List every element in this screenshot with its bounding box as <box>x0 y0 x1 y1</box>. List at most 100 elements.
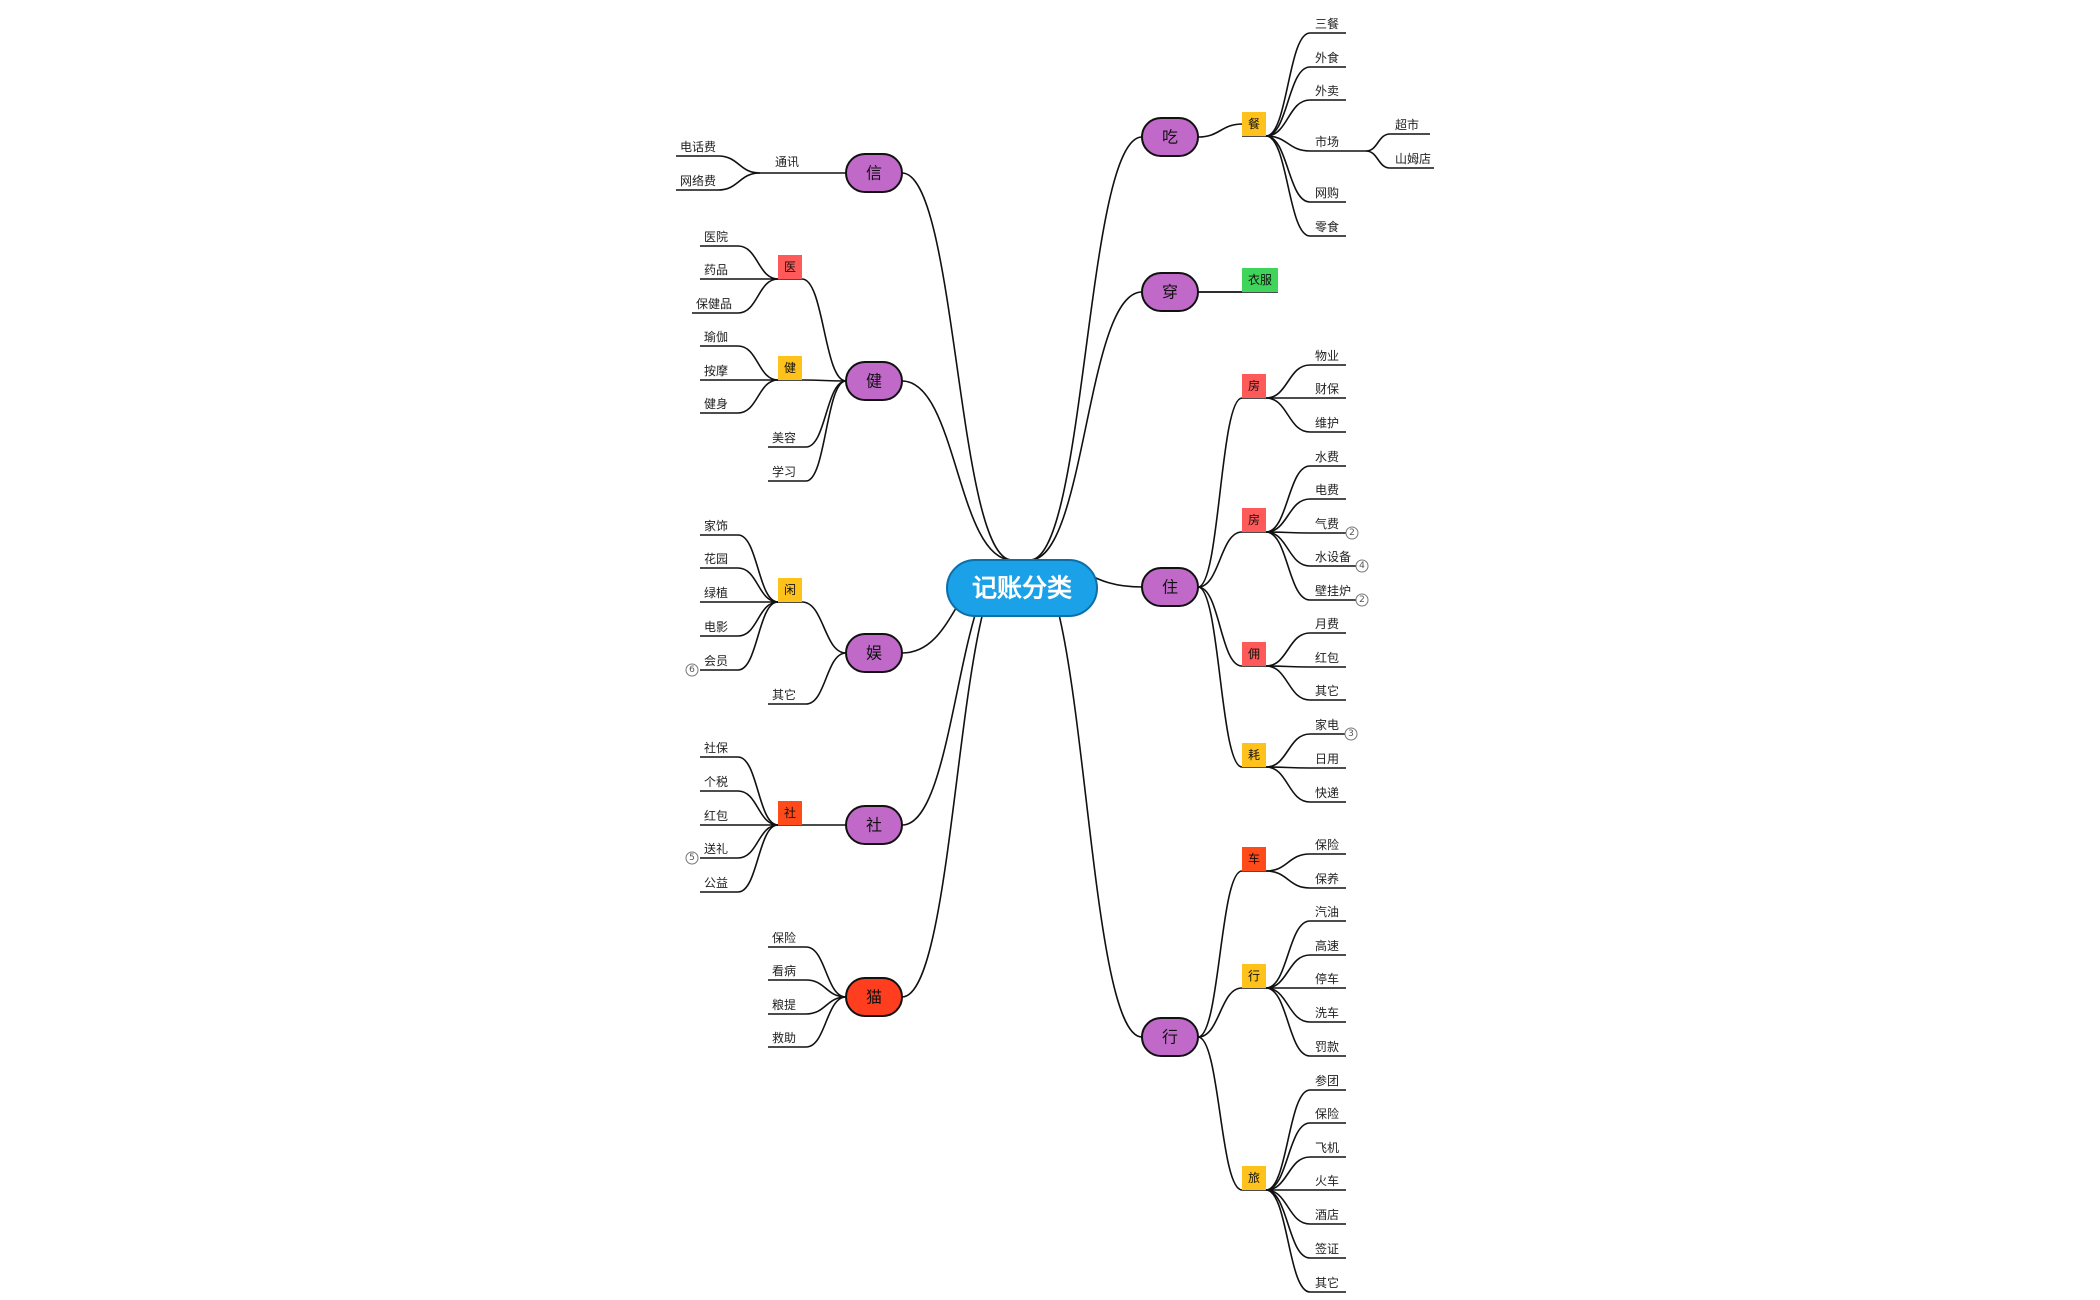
collapsed-count-badge[interactable] <box>685 851 699 865</box>
category-tag-yifu[interactable] <box>1242 268 1278 292</box>
connector <box>1265 920 1311 989</box>
collapsed-count-badge[interactable] <box>1344 727 1358 741</box>
branch-node-xin[interactable] <box>845 153 903 193</box>
connector <box>1265 1122 1311 1191</box>
leaf-riyong: 日用 <box>1315 752 1339 766</box>
connector-root-chuan <box>1029 291 1143 561</box>
connector <box>805 652 847 705</box>
mindmap-nodes: 记账分类吃穿住行餐三餐外食外卖市场网购零食超市山姆店衣服房物业财保维护房水费电费… <box>680 16 1431 1290</box>
collapsed-count-badge[interactable] <box>1355 593 1369 607</box>
leaf-c_baoyang: 保养 <box>1315 871 1339 886</box>
connector-lines <box>676 32 1434 1293</box>
category-tag-che[interactable] <box>1242 847 1266 871</box>
leaf-huayuan: 花园 <box>704 551 728 566</box>
branch-label-chuan: 穿 <box>1162 283 1178 302</box>
connector <box>1365 150 1391 169</box>
leaf-huoche: 火车 <box>1315 1173 1339 1188</box>
branch-label-chi: 吃 <box>1162 128 1178 147</box>
connector <box>717 172 761 191</box>
category-tag-yong[interactable] <box>1242 642 1266 666</box>
category-tag-can[interactable] <box>1242 112 1266 136</box>
connector <box>1265 1156 1311 1191</box>
leaf-hongbao: 红包 <box>1315 650 1339 665</box>
leaf-liangti: 粮提 <box>772 997 796 1012</box>
connector-root-mao <box>901 559 1013 998</box>
leaf-songli: 送礼 <box>704 841 728 856</box>
category-tag-label-can: 餐 <box>1248 116 1260 131</box>
connector <box>737 278 779 314</box>
root-node[interactable] <box>946 559 1098 617</box>
connector <box>737 824 779 893</box>
connector <box>1265 531 1311 567</box>
leaf-wanggou: 网购 <box>1315 185 1339 200</box>
leaf-caibao: 财保 <box>1315 382 1339 396</box>
connector <box>1265 66 1311 137</box>
branch-node-xing[interactable] <box>1141 1017 1199 1057</box>
leaf-qiyou: 汽油 <box>1315 904 1339 919</box>
connector <box>1265 135 1311 203</box>
root-node-label: 记账分类 <box>972 574 1073 603</box>
connector <box>737 756 779 826</box>
leaf-shanmudian: 山姆店 <box>1395 152 1431 166</box>
branch-node-jian[interactable] <box>845 361 903 401</box>
leaf-meirong: 美容 <box>772 430 796 445</box>
leaf-gaosu: 高速 <box>1315 938 1339 953</box>
connector <box>1265 870 1311 889</box>
branch-node-she[interactable] <box>845 805 903 845</box>
connector <box>1197 123 1244 138</box>
category-tag-hao[interactable] <box>1242 743 1266 767</box>
leaf-dianying: 电影 <box>704 620 728 634</box>
category-tag-xing2[interactable] <box>1242 964 1266 988</box>
connector <box>1265 99 1311 137</box>
connector <box>801 278 847 382</box>
category-tag-jian2[interactable] <box>778 356 802 380</box>
connector <box>1265 853 1311 872</box>
branch-node-mao[interactable] <box>845 977 903 1017</box>
leaf-wangluofei: 网络费 <box>680 173 716 188</box>
connector <box>1265 1189 1311 1259</box>
branch-node-zhu[interactable] <box>1141 567 1199 607</box>
leaf-lvzhi: 绿植 <box>704 585 728 600</box>
connector <box>1265 397 1311 433</box>
category-tag-yi[interactable] <box>778 255 802 279</box>
connector <box>805 380 847 482</box>
connector <box>1265 1189 1311 1225</box>
connector <box>1265 531 1311 601</box>
leaf-waishi: 外食 <box>1315 50 1339 65</box>
leaf-c_baoxian: 保险 <box>1315 837 1339 852</box>
category-tag-fang[interactable] <box>1242 374 1266 398</box>
connector <box>805 946 847 998</box>
leaf-dianhuafei: 电话费 <box>680 140 716 154</box>
leaf-kanbing: 看病 <box>772 963 796 978</box>
leaf-shuishebei: 水设备 <box>1315 550 1351 564</box>
category-tag-xian[interactable] <box>778 578 802 602</box>
category-tag-label-xian: 闲 <box>784 583 796 597</box>
branch-node-yu[interactable] <box>845 633 903 673</box>
connector <box>1197 870 1243 1038</box>
connector <box>805 380 847 448</box>
connector <box>1197 531 1243 588</box>
collapsed-count-huiyuan: 6 <box>689 665 695 675</box>
category-tag-fang2[interactable] <box>1242 508 1266 532</box>
category-tag-lv[interactable] <box>1242 1166 1266 1190</box>
connector <box>1265 364 1311 399</box>
connector <box>1265 465 1311 533</box>
leaf-shichang: 市场 <box>1315 134 1339 149</box>
collapsed-count-badge[interactable] <box>685 663 699 677</box>
leaf-fakuan: 罚款 <box>1315 1040 1339 1054</box>
connector <box>1265 987 1311 1057</box>
branch-node-chi[interactable] <box>1141 117 1199 157</box>
connector <box>1265 665 1311 701</box>
connector <box>1197 586 1243 768</box>
connector <box>737 567 779 603</box>
leaf-qifei: 气费 <box>1315 516 1339 531</box>
connector <box>1197 586 1243 667</box>
category-tag-label-yi: 医 <box>784 260 796 274</box>
branch-node-chuan[interactable] <box>1141 272 1199 312</box>
connector <box>1265 1189 1311 1293</box>
collapsed-count-badge[interactable] <box>1355 559 1369 573</box>
category-tag-she2[interactable] <box>778 801 802 825</box>
leaf-jianshen: 健身 <box>704 396 728 411</box>
collapsed-count-badge[interactable] <box>1345 526 1359 540</box>
